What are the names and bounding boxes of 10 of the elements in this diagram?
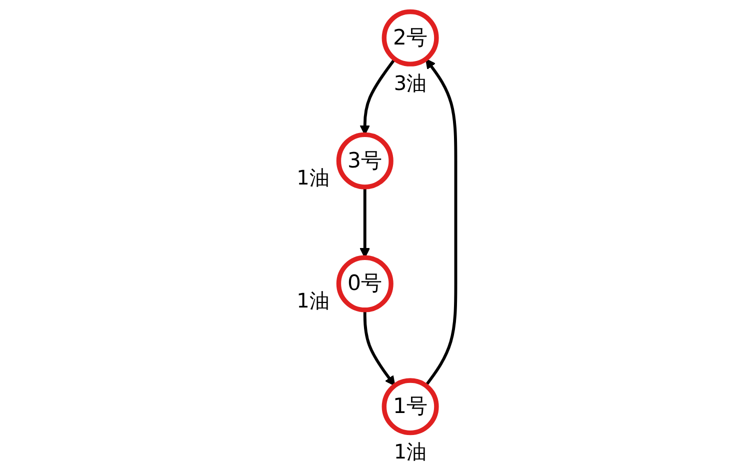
node-caption: 3油	[394, 70, 427, 95]
node-circle: 1号	[382, 378, 439, 436]
node-caption: 1油	[296, 166, 330, 190]
node-caption: 1油	[394, 440, 427, 464]
arrow	[363, 310, 396, 386]
node-circle: 2号	[382, 9, 439, 66]
node-caption: 1油	[296, 288, 330, 313]
node-circle: 3号	[336, 132, 394, 190]
arrow	[424, 58, 458, 386]
node-circle: 0号	[336, 255, 394, 312]
